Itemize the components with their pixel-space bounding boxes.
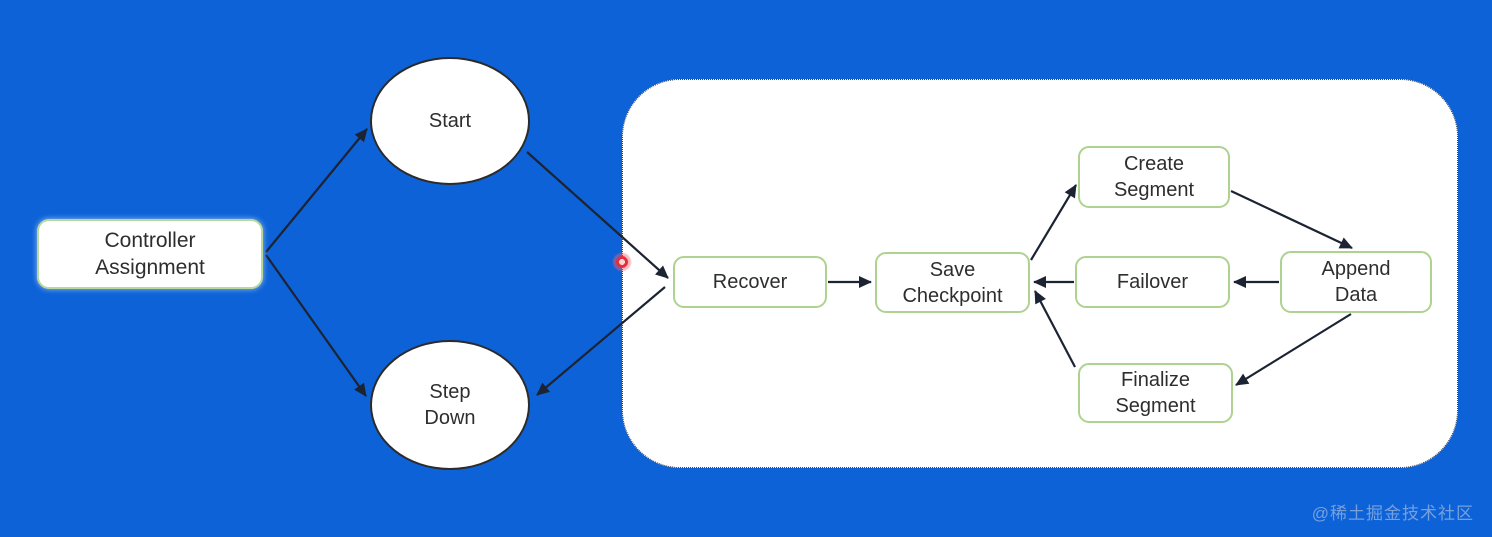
node-append-data: Append Data bbox=[1280, 251, 1432, 313]
node-finalize-segment-label: Finalize Segment bbox=[1115, 369, 1196, 417]
node-append-data-label: Append Data bbox=[1321, 258, 1391, 306]
node-controller-assignment: Controller Assignment bbox=[37, 219, 263, 289]
node-recover: Recover bbox=[673, 256, 827, 308]
node-finalize-segment: Finalize Segment bbox=[1078, 363, 1233, 423]
node-recover-label: Recover bbox=[712, 271, 788, 293]
node-start: Start bbox=[370, 57, 530, 185]
node-save-checkpoint: Save Checkpoint bbox=[875, 252, 1030, 313]
node-create-segment: Create Segment bbox=[1078, 146, 1230, 208]
node-controller-assignment-label: Controller Assignment bbox=[95, 228, 205, 279]
node-start-label: Start bbox=[428, 110, 472, 132]
node-save-checkpoint-label: Save Checkpoint bbox=[902, 258, 1003, 307]
node-step-down: Step Down bbox=[370, 340, 530, 470]
edge-controller-to-step_down bbox=[265, 254, 367, 397]
edge-controller-to-start bbox=[265, 128, 368, 253]
node-failover: Failover bbox=[1075, 256, 1230, 308]
node-failover-label: Failover bbox=[1116, 271, 1189, 293]
node-step-down-label: Step Down bbox=[424, 381, 476, 429]
node-create-segment-label: Create Segment bbox=[1113, 153, 1195, 201]
laser-pointer-dot bbox=[612, 252, 632, 272]
watermark: @稀土掘金技术社区 bbox=[1311, 504, 1474, 523]
